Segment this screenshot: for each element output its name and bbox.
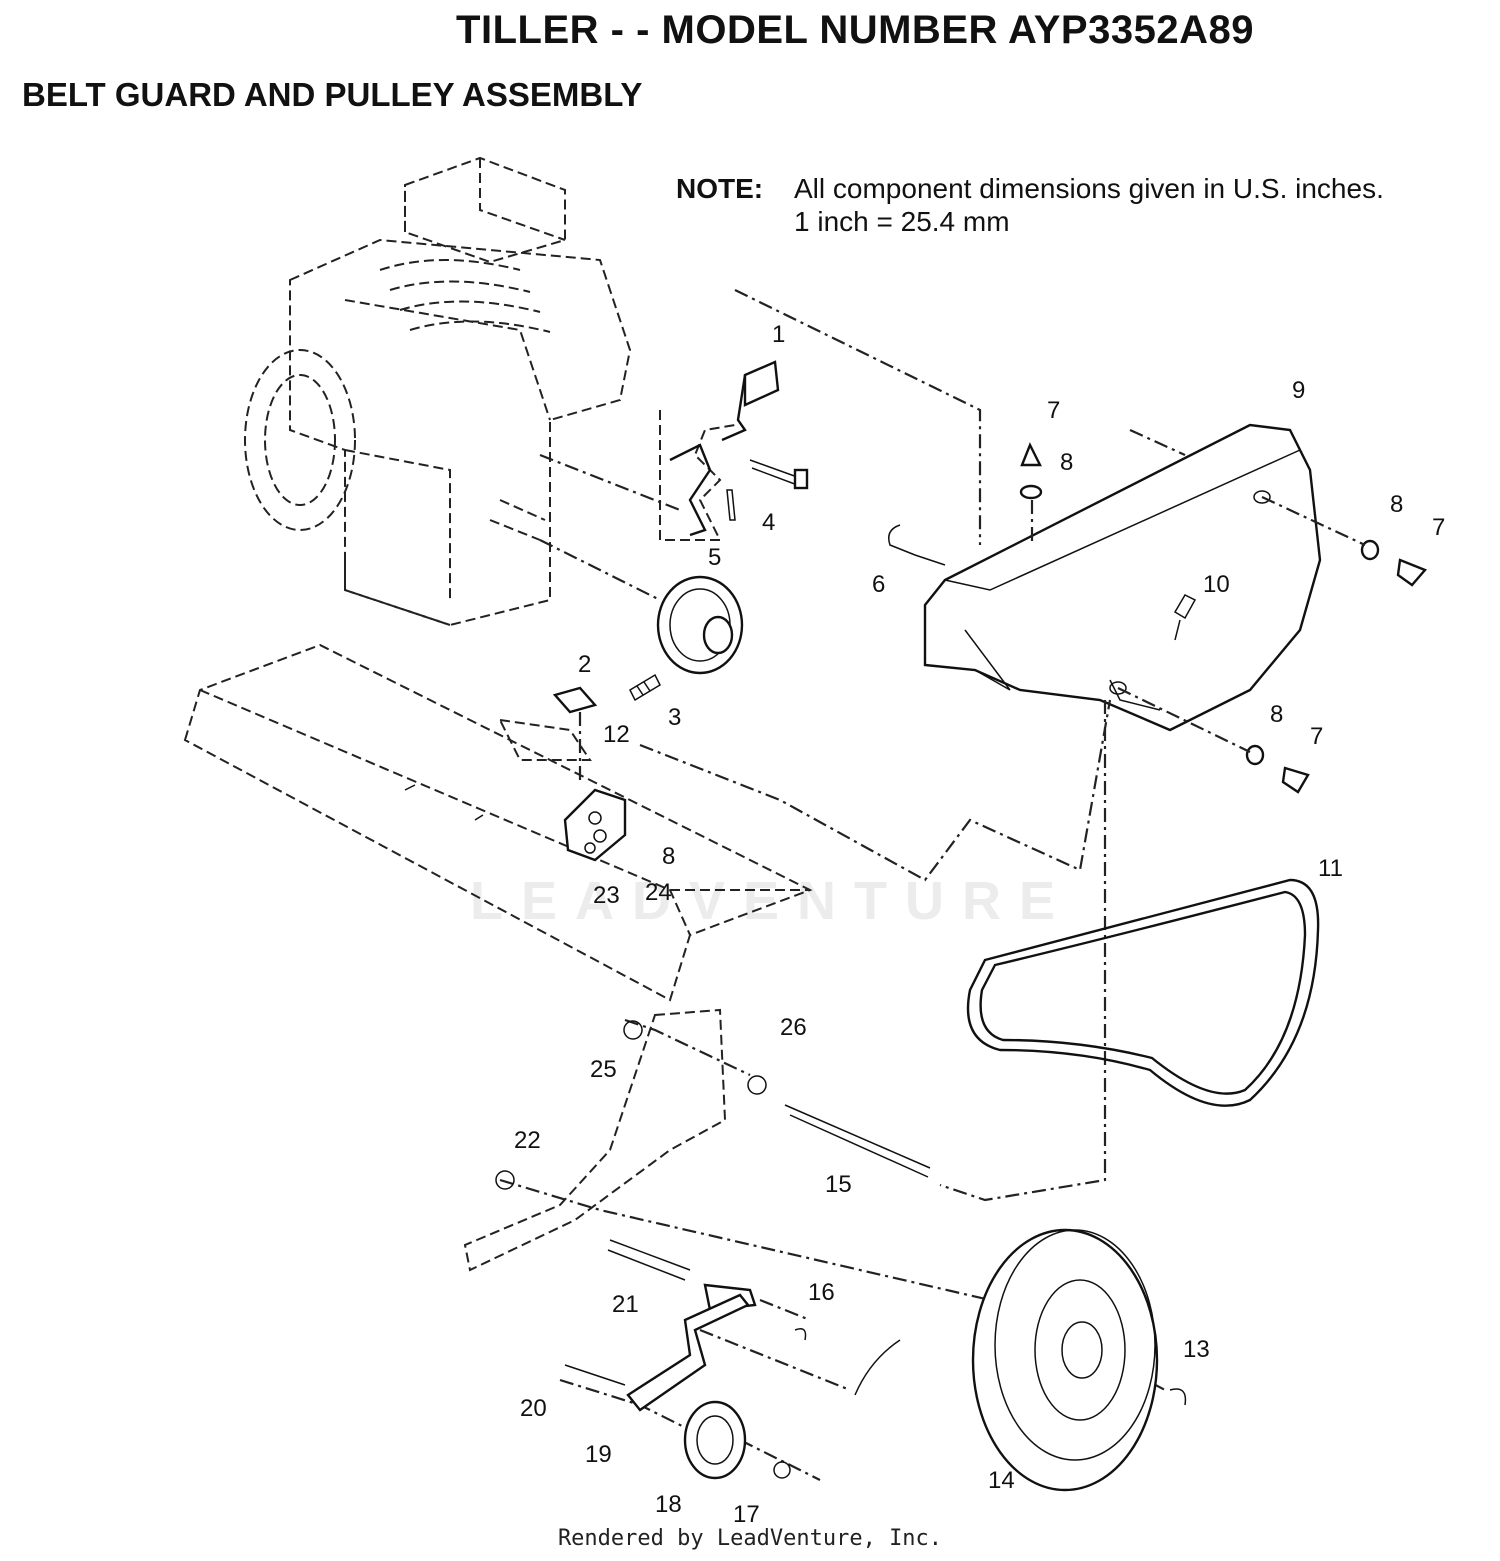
callout-8a: 8 [1060, 449, 1073, 476]
callout-17: 17 [733, 1501, 760, 1528]
callout-8b: 8 [1390, 491, 1403, 518]
fasteners-guard [888, 442, 1428, 794]
callout-7a: 7 [1047, 397, 1060, 424]
callout-25: 25 [590, 1056, 617, 1083]
part-3-engine-pulley [539, 539, 744, 675]
callout-16: 16 [808, 1279, 835, 1306]
part-9-belt-guard [923, 423, 1322, 732]
callout-22: 22 [514, 1127, 541, 1154]
assembly-subtitle: BELT GUARD AND PULLEY ASSEMBLY [22, 76, 643, 113]
callout-6: 6 [872, 571, 885, 598]
callout-21: 21 [612, 1291, 639, 1318]
callout-labels: 1 2 3 4 5 6 7 8 9 10 11 12 7 8 8 7 8 23 … [514, 321, 1445, 1528]
watermark-text: LEADVENTURE [470, 871, 1074, 931]
note-line-2: 1 inch = 25.4 mm [794, 206, 1010, 237]
part-24-plate [563, 788, 627, 862]
diagram-title: TILLER - - MODEL NUMBER AYP3352A89 [456, 8, 1254, 52]
callout-23: 23 [593, 882, 620, 909]
callout-14: 14 [988, 1467, 1015, 1494]
callout-26: 26 [780, 1014, 807, 1041]
part-14-tine-pulley [971, 1228, 1187, 1492]
part-11-belt [966, 878, 1320, 1107]
callout-4: 4 [762, 509, 775, 536]
callout-15: 15 [825, 1171, 852, 1198]
callout-7b: 7 [1432, 514, 1445, 541]
callout-3: 3 [668, 704, 681, 731]
callout-19: 19 [585, 1441, 612, 1468]
callout-8c: 8 [1270, 701, 1283, 728]
tine-shield-outline [183, 643, 813, 1002]
note-label: NOTE: [676, 173, 764, 204]
callout-24: 24 [645, 879, 672, 906]
callout-2: 2 [578, 651, 591, 678]
callout-11: 11 [1318, 855, 1343, 882]
callout-10: 10 [1203, 571, 1230, 598]
callout-1: 1 [772, 321, 785, 348]
part-2-clip [552, 686, 598, 780]
rendered-by-footer: Rendered by LeadVenture, Inc. [557, 1526, 943, 1551]
part-1-bracket [539, 360, 809, 541]
dimension-note: NOTE: All component dimensions given in U… [676, 172, 1384, 238]
engine-outline [244, 156, 632, 627]
callout-13: 13 [1183, 1336, 1210, 1363]
callout-9: 9 [1292, 377, 1305, 404]
lower-bracket [463, 1008, 931, 1480]
callout-5: 5 [708, 544, 721, 571]
part-12-set-screw [629, 673, 661, 702]
note-line-1: All component dimensions given in U.S. i… [794, 173, 1384, 204]
callout-7c: 7 [1310, 723, 1323, 750]
callout-20: 20 [520, 1395, 547, 1422]
callout-18: 18 [655, 1491, 682, 1518]
callout-12: 12 [603, 721, 630, 748]
note-body: All component dimensions given in U.S. i… [794, 172, 1384, 238]
callout-8d: 8 [662, 843, 675, 870]
